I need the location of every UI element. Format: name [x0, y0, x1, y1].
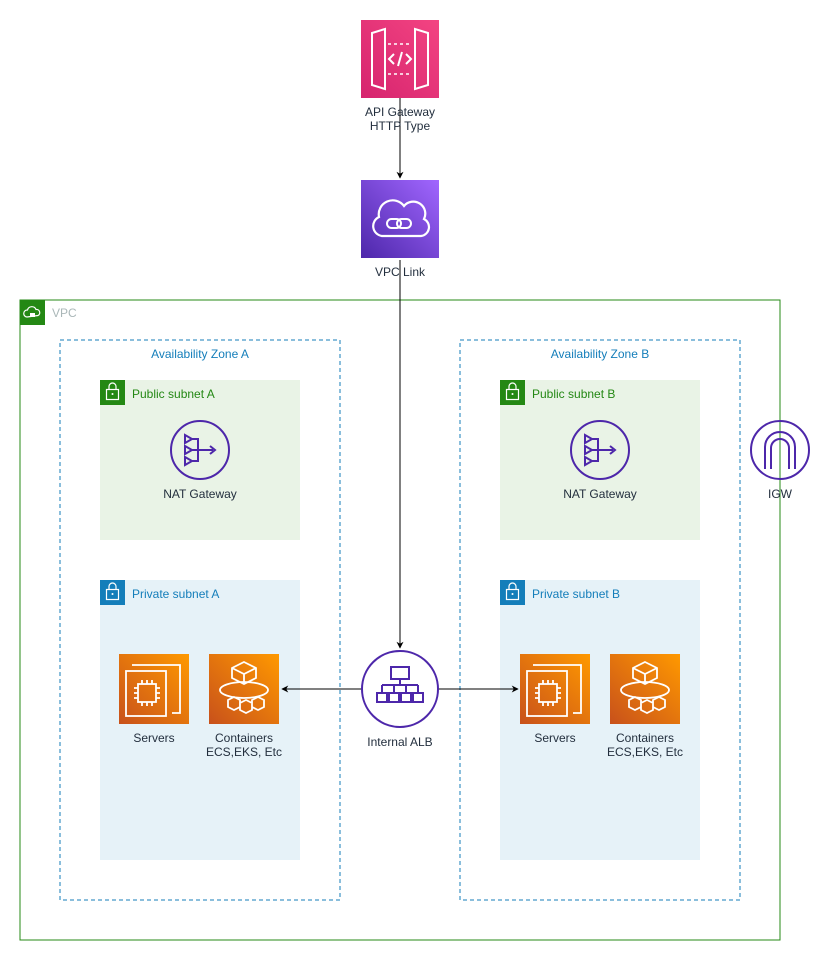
- servers-a-label: Servers: [133, 731, 175, 745]
- availability-zone-b: [459, 339, 741, 901]
- availability-zone-a-label: Availability Zone A: [151, 347, 249, 361]
- api-gateway-icon[interactable]: [361, 20, 439, 98]
- containers-a-icon[interactable]: [209, 654, 279, 724]
- public-subnet-b: [500, 380, 700, 540]
- nat-gateway-a-label: NAT Gateway: [163, 487, 237, 501]
- public-subnet-b-lock-icon: [500, 380, 525, 405]
- nat-gateway-b-label: NAT Gateway: [563, 487, 637, 501]
- private-subnet-b-label: Private subnet B: [532, 587, 621, 601]
- containers-a-label-line1: Containers: [214, 731, 274, 745]
- servers-a-ec2-icon[interactable]: [119, 654, 189, 724]
- api-gateway-label-line1: API Gateway: [364, 105, 436, 119]
- containers-b-label: Containers ECS,EKS, Etc: [595, 731, 695, 759]
- vpc-link-label: VPC Link: [374, 265, 426, 279]
- load-balancer-icon[interactable]: [361, 650, 439, 728]
- public-subnet-a-lock-icon: [100, 380, 125, 405]
- api-gateway-label: API Gateway HTTP Type: [340, 105, 460, 133]
- containers-a-label: Containers ECS,EKS, Etc: [194, 731, 294, 759]
- alb-label: Internal ALB: [367, 735, 433, 749]
- servers-b-label: Servers: [534, 731, 576, 745]
- public-subnet-a-label: Public subnet A: [132, 387, 215, 401]
- public-subnet-a: [100, 380, 300, 540]
- private-subnet-b-lock-icon: [500, 580, 525, 605]
- availability-zone-b-label: Availability Zone B: [550, 347, 650, 361]
- servers-b-ec2-icon[interactable]: [520, 654, 590, 724]
- api-gateway-label-line2: HTTP Type: [369, 119, 431, 133]
- private-subnet-a-lock-icon: [100, 580, 125, 605]
- nat-gateway-a-icon[interactable]: [170, 420, 230, 480]
- availability-zone-a: [59, 339, 341, 901]
- vpc-label: VPC: [52, 306, 77, 320]
- public-subnet-b-label: Public subnet B: [532, 387, 616, 401]
- internet-gateway-icon[interactable]: [750, 420, 810, 480]
- containers-b-icon[interactable]: [610, 654, 680, 724]
- containers-b-label-line1: Containers: [615, 731, 675, 745]
- containers-a-label-line2: ECS,EKS, Etc: [205, 745, 283, 759]
- vpc-link-icon[interactable]: [361, 180, 439, 258]
- private-subnet-a-label: Private subnet A: [132, 587, 220, 601]
- nat-gateway-b-icon[interactable]: [570, 420, 630, 480]
- vpc-group-icon: [20, 300, 45, 325]
- containers-b-label-line2: ECS,EKS, Etc: [606, 745, 684, 759]
- igw-label: IGW: [768, 487, 792, 501]
